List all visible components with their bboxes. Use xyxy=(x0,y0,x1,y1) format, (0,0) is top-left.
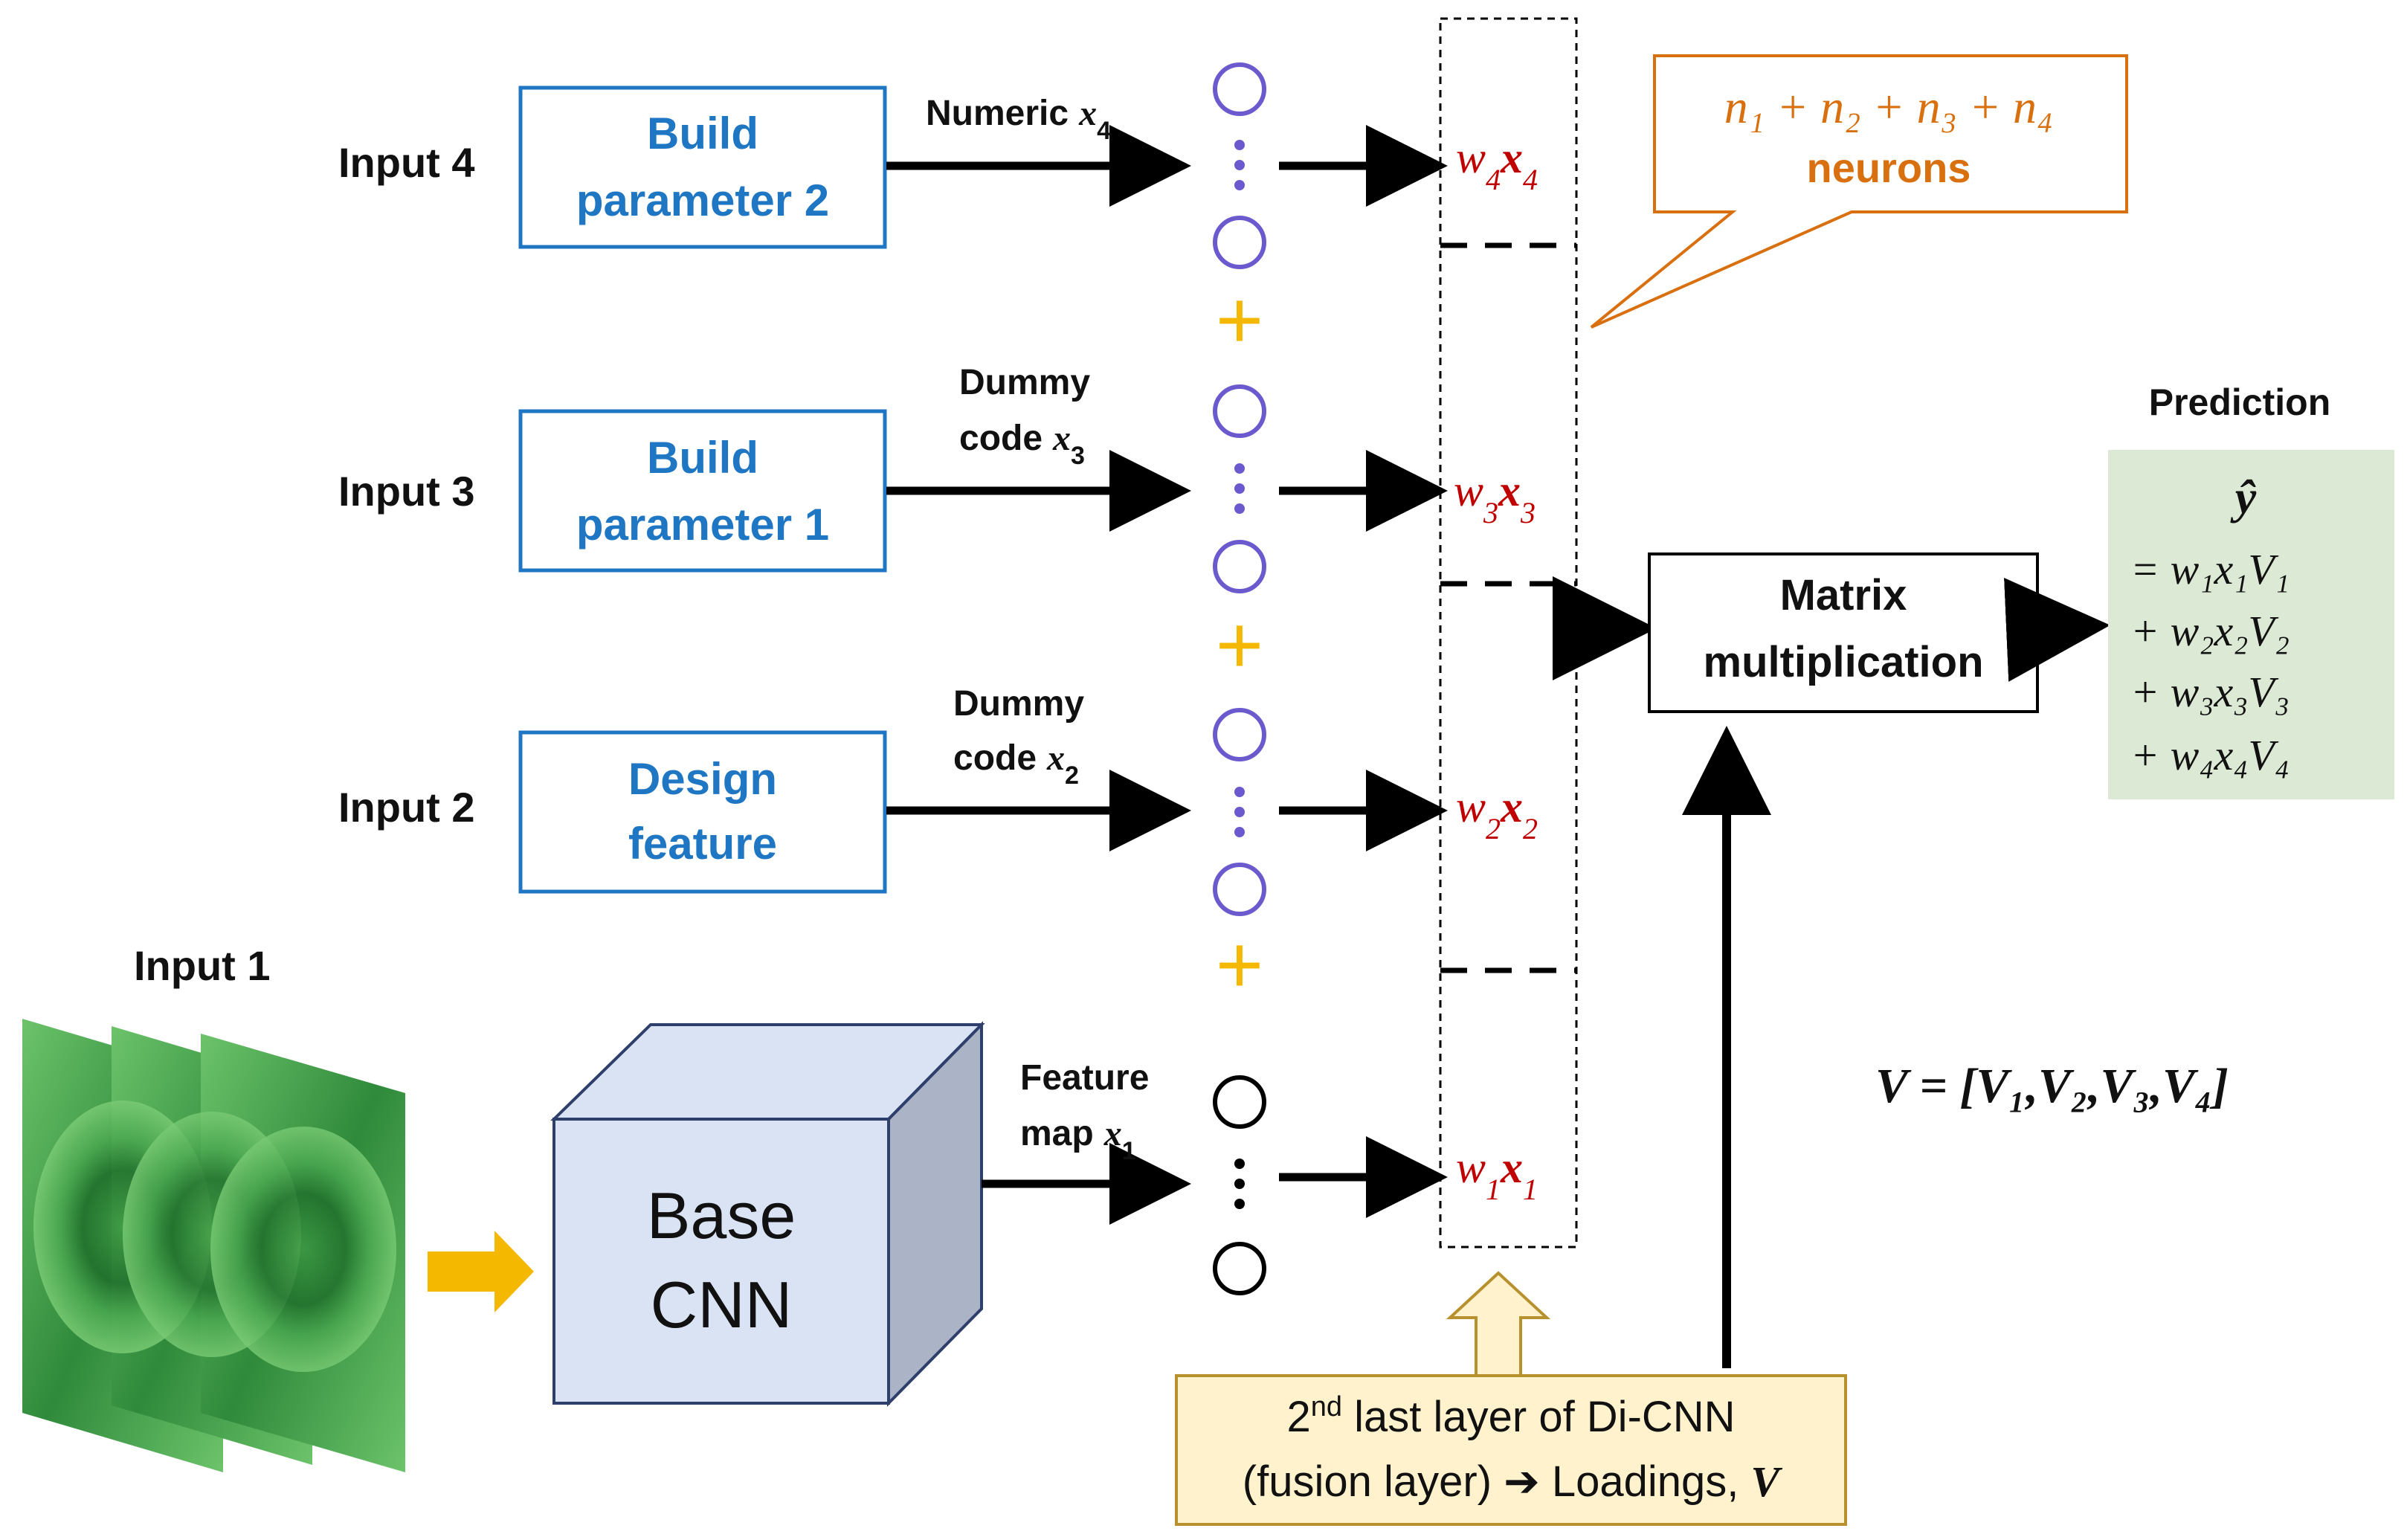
cnn-label-line2: CNN xyxy=(651,1268,793,1341)
build-parameter-2-line2: parameter 2 xyxy=(576,175,829,225)
input-1-group: Input 1 xyxy=(22,942,534,1472)
prediction-title: Prediction xyxy=(2149,381,2330,423)
base-cnn-cube: Base CNN xyxy=(550,1021,985,1407)
matrix-multiplication-box: Matrix multiplication xyxy=(1648,552,2039,713)
fusion-layer: w4x4 w3x3 w2x2 w1x1 xyxy=(1439,17,1578,1249)
matrix-to-prediction-arrow xyxy=(2004,578,2110,682)
build-parameter-1-line1: Build xyxy=(647,433,758,483)
neuron-4-top xyxy=(1213,62,1266,116)
neuron-2-bottom xyxy=(1213,863,1266,916)
build-parameter-2-line1: Build xyxy=(647,109,758,158)
fusion-note-arrow-icon xyxy=(1446,1271,1551,1377)
neuron-2-dots xyxy=(1234,787,1245,837)
prediction-line-2: + w₂x₂V₂ xyxy=(2130,607,2290,655)
weight-term-3: w3x3 xyxy=(1454,466,1536,529)
fusion-layer-border xyxy=(1439,17,1578,1249)
matrix-box-line2: multiplication xyxy=(1704,638,1984,686)
prediction-box: ŷ = w₁x₁V₁ + w₂x₂V₂ + w₃x₃V₃ + w₄x₄V₄ xyxy=(2108,450,2394,799)
callout-shape xyxy=(1590,54,2128,329)
neuron-1-dots xyxy=(1234,1159,1245,1209)
matrix-box-line1: Matrix xyxy=(1780,571,1907,619)
prediction-box-bg xyxy=(2108,450,2394,799)
prediction-line-3: + w₃x₃V₃ xyxy=(2130,668,2290,716)
neuron-2-top xyxy=(1213,708,1266,761)
input-3-label: Input 3 xyxy=(338,468,475,515)
fusion-note-bg xyxy=(1175,1374,1847,1526)
design-feature-line2: feature xyxy=(628,819,777,869)
build-parameter-1-line2: parameter 1 xyxy=(576,500,829,550)
input-1-label: Input 1 xyxy=(134,942,271,989)
design-feature-line1: Design xyxy=(628,754,777,804)
build-parameter-1-box xyxy=(518,409,887,573)
matrix-box-border xyxy=(1648,552,2039,713)
neurons-formula: n₁ + n₂ + n₃ + n₄ xyxy=(1724,80,2054,133)
weight-term-2: w2x2 xyxy=(1456,782,1538,845)
image-stack xyxy=(22,1019,405,1472)
input-3-arrow-label-line1: Dummy xyxy=(959,363,1090,402)
prediction-line-4: + w₄x₄V₄ xyxy=(2130,731,2290,779)
neuron-1-bottom xyxy=(1213,1242,1266,1295)
ring-pattern-front xyxy=(210,1127,396,1372)
cnn-front-face xyxy=(552,1118,890,1405)
weight-term-1: w1x1 xyxy=(1456,1143,1538,1206)
fusion-note-line2: (fusion layer) ➔ Loadings, V xyxy=(1243,1457,1783,1506)
neuron-1-top xyxy=(1213,1075,1266,1129)
input-4-label: Input 4 xyxy=(338,139,475,186)
fusion-note-line1: 2nd last layer of Di-CNN xyxy=(1286,1391,1735,1441)
build-parameter-2-box xyxy=(518,86,887,249)
neuron-column: + + + xyxy=(1213,62,1266,1295)
design-feature-box xyxy=(518,730,887,894)
neurons-label: neurons xyxy=(1807,144,1971,191)
input-2-arrow-label-line1: Dummy xyxy=(953,684,1084,724)
prediction-line-1: = w₁x₁V₁ xyxy=(2130,545,2290,593)
weight-term-4: w4x4 xyxy=(1456,133,1538,196)
neurons-callout: n₁ + n₂ + n₃ + n₄ neurons xyxy=(1590,54,2128,329)
cnn-label-line1: Base xyxy=(647,1179,796,1252)
neuron-4-dots xyxy=(1234,140,1245,190)
v-equation: V = [V₁,V₂,V₃,V₄] xyxy=(1875,1059,2229,1113)
neuron-3-top xyxy=(1213,384,1266,438)
fusion-note-box: 2nd last layer of Di-CNN (fusion layer) … xyxy=(1175,1374,1847,1526)
input-1-arrow-label-line1: Feature xyxy=(1020,1058,1149,1098)
plus-icon-3: + xyxy=(1216,919,1263,1011)
plus-icon-2: + xyxy=(1216,599,1263,691)
neuron-3-dots xyxy=(1234,463,1245,514)
input-1-arrow-icon xyxy=(428,1231,534,1312)
neuron-3-bottom xyxy=(1213,540,1266,593)
neuron-4-bottom xyxy=(1213,216,1266,269)
input-2-label: Input 2 xyxy=(338,784,475,831)
plus-icon-1: + xyxy=(1216,274,1263,366)
